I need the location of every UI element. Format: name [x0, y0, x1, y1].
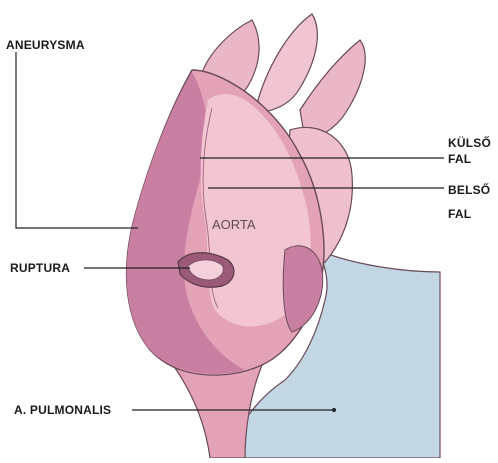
label-belso: BELSŐ — [448, 183, 490, 197]
label-aorta: AORTA — [212, 217, 256, 232]
label-pulmonalis: A. PULMONALIS — [14, 403, 111, 417]
label-aneurysma: ANEURYSMA — [6, 38, 85, 52]
label-belso-fal: FAL — [448, 207, 471, 221]
label-kulso: KÜLSŐ — [448, 136, 491, 150]
right-bulge — [283, 246, 322, 332]
label-ruptura: RUPTURA — [10, 261, 70, 275]
aneurysma-leader-line — [16, 52, 138, 228]
label-kulso-fal: FAL — [448, 152, 471, 166]
pulmonalis-pointer-dot — [332, 408, 336, 412]
